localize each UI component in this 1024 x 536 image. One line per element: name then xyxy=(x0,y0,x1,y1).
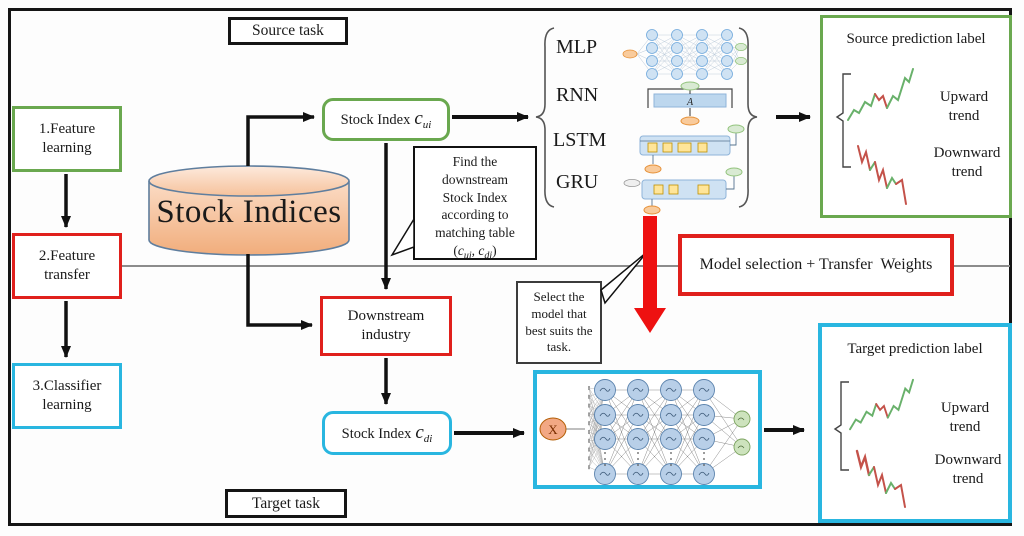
upward-trend-chart xyxy=(847,68,914,121)
outer-frame xyxy=(8,8,1012,526)
rnn-cell-icon: A xyxy=(647,81,733,126)
source-prediction-box: Source prediction label Upward trend Dow… xyxy=(820,15,1012,218)
input-node-x: X xyxy=(539,417,567,441)
neural-network-image: X xyxy=(539,379,751,485)
source-downward-label: Downward trend xyxy=(933,145,1001,180)
target-downward-label: Downward trend xyxy=(934,452,1002,487)
source-upward-label: Upward trend xyxy=(939,89,989,124)
target-upward-label: Upward trend xyxy=(940,400,990,435)
downward-trend-chart xyxy=(857,145,907,205)
matching-table-formula: (cui, cdi) xyxy=(453,243,497,262)
svg-text:A: A xyxy=(686,97,694,108)
upward-trend-chart xyxy=(849,378,914,431)
model-selection-label: Model selection + Transfer Weights xyxy=(699,256,933,273)
target-prediction-box: Target prediction label Upward trend Dow… xyxy=(818,323,1012,523)
target-task-label: Target task xyxy=(252,494,320,512)
gru-cell-icon xyxy=(623,167,743,215)
select-model-callout: Select the model that best suits the tas… xyxy=(516,281,602,364)
model-label-gru: GRU xyxy=(556,171,599,193)
source-task-label: Source task xyxy=(252,22,324,39)
database-label: Stock Indices xyxy=(156,193,342,230)
source-target-divider xyxy=(122,265,1010,267)
step-feature-learning-label: 1.Feature learning xyxy=(38,121,96,156)
model-label-mlp: MLP xyxy=(556,36,598,58)
step-feature-learning: 1.Feature learning xyxy=(12,106,122,172)
source-prediction-title: Source prediction label xyxy=(846,31,986,47)
downward-trend-chart xyxy=(855,449,906,508)
mlp-network-icon xyxy=(622,29,747,80)
database-cylinder-icon xyxy=(148,165,350,256)
target-task-banner: Target task xyxy=(225,489,347,518)
svg-text:X: X xyxy=(548,422,558,437)
find-downstream-callout: Find the downstream Stock Index accordin… xyxy=(413,146,537,262)
target-network-box: X xyxy=(533,370,762,489)
model-selection-box: Model selection + Transfer Weights xyxy=(678,234,954,296)
target-prediction-title: Target prediction label xyxy=(847,341,983,357)
step-feature-transfer-label: 2.Feature transfer xyxy=(38,248,96,283)
downstream-industry-node: Downstream industry xyxy=(320,296,452,356)
lstm-cell-icon xyxy=(639,124,745,174)
step-classifier-learning-label: 3.Classifier learning xyxy=(32,378,102,413)
model-label-rnn: RNN xyxy=(556,84,599,106)
step-classifier-learning: 3.Classifier learning xyxy=(12,363,122,429)
downstream-industry-label: Downstream industry xyxy=(347,308,425,343)
model-label-lstm: LSTM xyxy=(553,129,607,151)
source-task-banner: Source task xyxy=(228,17,348,45)
step-feature-transfer: 2.Feature transfer xyxy=(12,233,122,299)
